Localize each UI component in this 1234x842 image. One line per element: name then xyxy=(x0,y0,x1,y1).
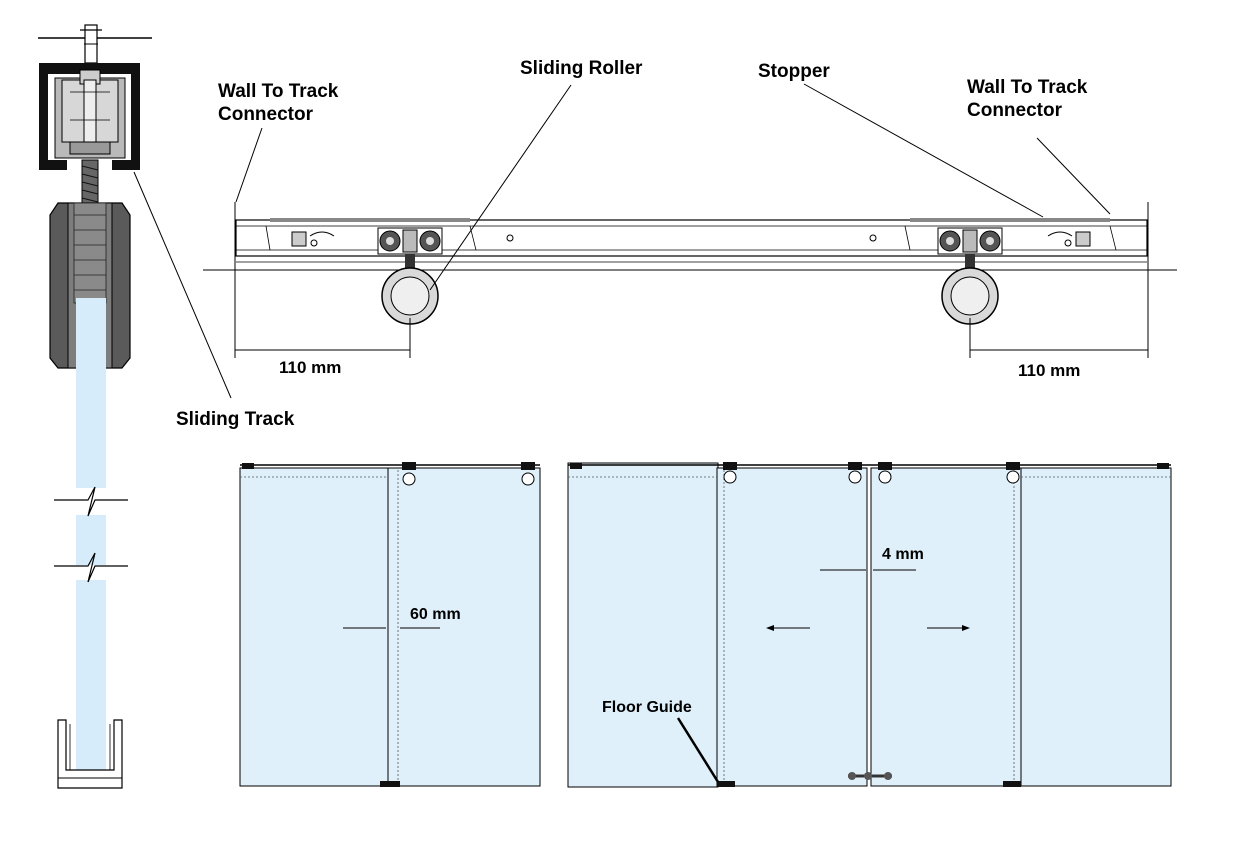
floor-channel xyxy=(57,719,123,789)
wall-connector-right-label: Wall To Track Connector xyxy=(967,76,1087,122)
wall-connector-left-line1: Wall To Track xyxy=(218,81,339,102)
dimension-label-right: 110 mm xyxy=(1018,361,1081,380)
wall-connector-left-leader xyxy=(235,127,263,203)
wall-connector-right-line2: Connector xyxy=(967,100,1062,121)
floor-guide-leader xyxy=(676,717,720,783)
floor-guide-label: Floor Guide xyxy=(602,699,692,716)
sliding-track-profile xyxy=(39,63,140,170)
stopper-label: Stopper xyxy=(758,61,830,82)
glass-panel-section xyxy=(76,298,106,775)
wall-connector-left-line2: Connector xyxy=(218,104,313,125)
sliding-track-leader xyxy=(133,171,232,399)
dimension-label-left: 110 mm xyxy=(279,358,342,377)
sliding-roller-right xyxy=(937,227,1003,325)
wall-to-track-connector-right xyxy=(1047,231,1091,247)
wall-to-track-connector-left xyxy=(291,231,335,247)
sliding-track-label: Sliding Track xyxy=(176,409,295,430)
track-elevation-view xyxy=(203,202,1177,358)
door-elevation-left xyxy=(239,462,541,787)
sliding-roller-leader xyxy=(429,84,572,291)
slide-right-arrow xyxy=(927,625,970,631)
break-line xyxy=(54,486,128,583)
wall-connector-left-label: Wall To Track Connector xyxy=(218,80,338,126)
dimension-110-right xyxy=(969,318,1148,358)
dimension-label-60mm: 60 mm xyxy=(410,606,461,623)
threaded-rod xyxy=(81,159,99,206)
wall-connector-right-line1: Wall To Track xyxy=(967,77,1088,98)
door-elevation-right xyxy=(567,462,1172,788)
dimension-110-left xyxy=(235,318,411,358)
dimension-label-4mm: 4 mm xyxy=(882,546,924,563)
sliding-track xyxy=(235,218,1148,257)
door-handle xyxy=(848,772,892,780)
wall-connector-right-leader xyxy=(1036,137,1111,215)
sliding-roller-label: Sliding Roller xyxy=(520,58,643,79)
cross-section-view xyxy=(38,24,152,789)
sliding-roller-left xyxy=(377,227,443,325)
slide-left-arrow xyxy=(766,625,810,631)
stopper-leader xyxy=(803,83,1044,218)
